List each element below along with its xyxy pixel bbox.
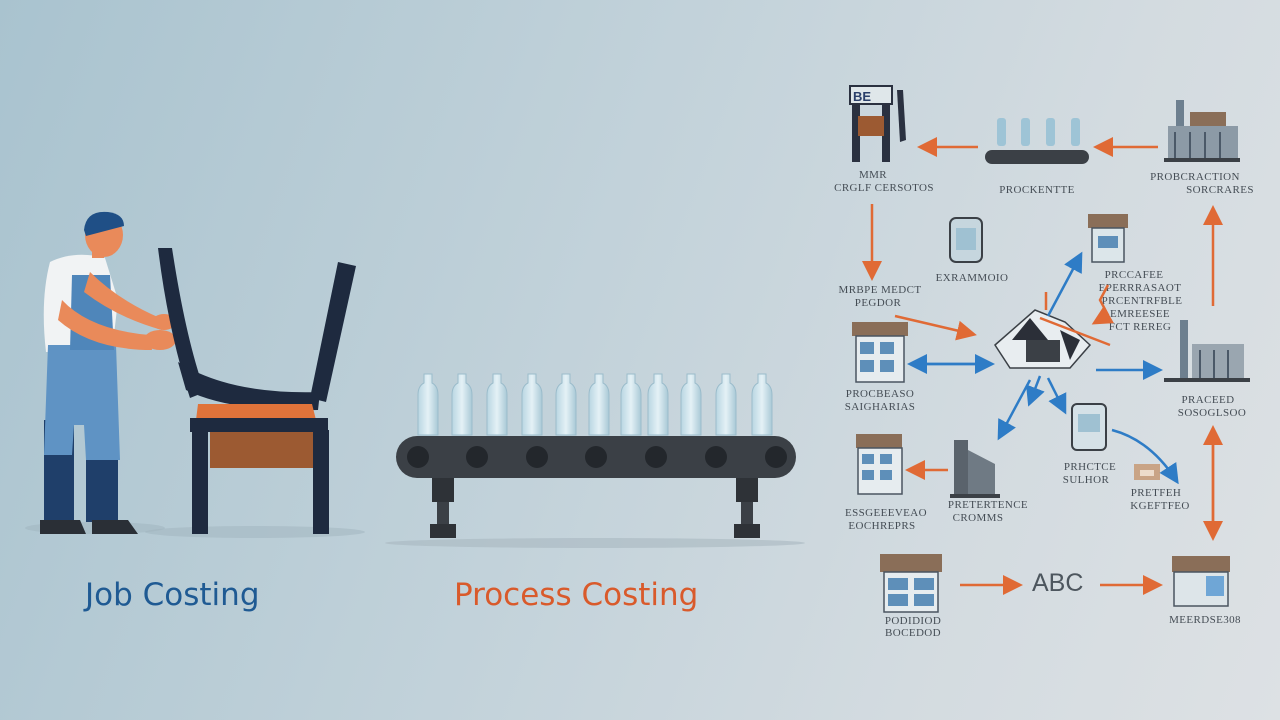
- svg-text:KGEFTFEO: KGEFTFEO: [1130, 500, 1189, 512]
- svg-text:PRHCTCE: PRHCTCE: [1064, 461, 1116, 473]
- bottle-row: [417, 373, 773, 436]
- factory-icon: [1164, 100, 1240, 162]
- svg-text:BOCEDOD: BOCEDOD: [885, 627, 941, 639]
- warehouse-icon-2: [856, 434, 903, 495]
- conveyor-illustration: [385, 373, 805, 548]
- svg-text:PROBCRACTION: PROBCRACTION: [1150, 171, 1240, 183]
- chair-illustration: [145, 248, 365, 538]
- abc-label: ABC: [1032, 569, 1084, 597]
- svg-text:BE: BE: [853, 89, 871, 104]
- svg-text:EPERRRASAOT: EPERRRASAOT: [1099, 282, 1182, 294]
- svg-text:PROCKENTTE: PROCKENTTE: [999, 184, 1075, 196]
- central-hub-icon: [994, 309, 1092, 369]
- svg-text:SAIGHARIAS: SAIGHARIAS: [845, 401, 916, 413]
- svg-text:PODIDIOD: PODIDIOD: [885, 615, 941, 627]
- svg-text:EOCHREPRS: EOCHREPRS: [848, 520, 915, 532]
- svg-text:FCT REREG: FCT REREG: [1109, 321, 1171, 333]
- storefront-icon-right: [1172, 556, 1230, 607]
- svg-text:SORCRARES: SORCRARES: [1186, 184, 1254, 196]
- svg-text:MRBPE MEDCT: MRBPE MEDCT: [839, 284, 922, 296]
- chair-icon: BE: [849, 85, 906, 162]
- storefront-icon-left: [880, 554, 942, 613]
- svg-text:PRCENTRFBLE: PRCENTRFBLE: [1102, 295, 1183, 307]
- worker-figure: [25, 211, 176, 534]
- svg-text:ESSGEEEVEAO: ESSGEEEVEAO: [845, 507, 927, 519]
- svg-text:PRETFEH: PRETFEH: [1131, 487, 1181, 499]
- svg-text:MEERDSE308: MEERDSE308: [1169, 614, 1241, 626]
- svg-text:EMREESEE: EMREESEE: [1110, 308, 1170, 320]
- svg-text:PRETERTENCE: PRETERTENCE: [948, 499, 1028, 511]
- svg-text:MMR: MMR: [859, 169, 887, 181]
- svg-text:PRACEED: PRACEED: [1182, 394, 1235, 406]
- svg-text:EXRAMMOIO: EXRAMMOIO: [936, 272, 1009, 284]
- machine-icon: [950, 440, 1000, 498]
- kiosk-icon: [1088, 214, 1128, 263]
- small-box-icon: [1134, 464, 1160, 480]
- svg-text:PEGDOR: PEGDOR: [855, 297, 902, 309]
- svg-text:CRGLF CERSOTOS: CRGLF CERSOTOS: [834, 182, 934, 194]
- abc-network-diagram: BE MMR CRGLF CERSOTOS PROCKENTTE PROBCRA…: [834, 85, 1254, 639]
- svg-text:PROCBEASO: PROCBEASO: [846, 388, 914, 400]
- process-costing-label: Process Costing: [454, 577, 699, 613]
- svg-text:PRCCAFEE: PRCCAFEE: [1105, 269, 1164, 281]
- svg-text:SULHOR: SULHOR: [1063, 474, 1110, 486]
- factory-icon-2: [1164, 320, 1250, 382]
- bottles-conveyor-icon: [985, 118, 1089, 164]
- svg-text:SOSOGLSOO: SOSOGLSOO: [1178, 407, 1246, 419]
- barrel-icon: [1071, 403, 1107, 451]
- container-icon: [949, 217, 983, 263]
- svg-text:CROMMS: CROMMS: [953, 512, 1004, 524]
- warehouse-icon-1: [852, 322, 908, 383]
- job-costing-label: Job Costing: [85, 577, 260, 613]
